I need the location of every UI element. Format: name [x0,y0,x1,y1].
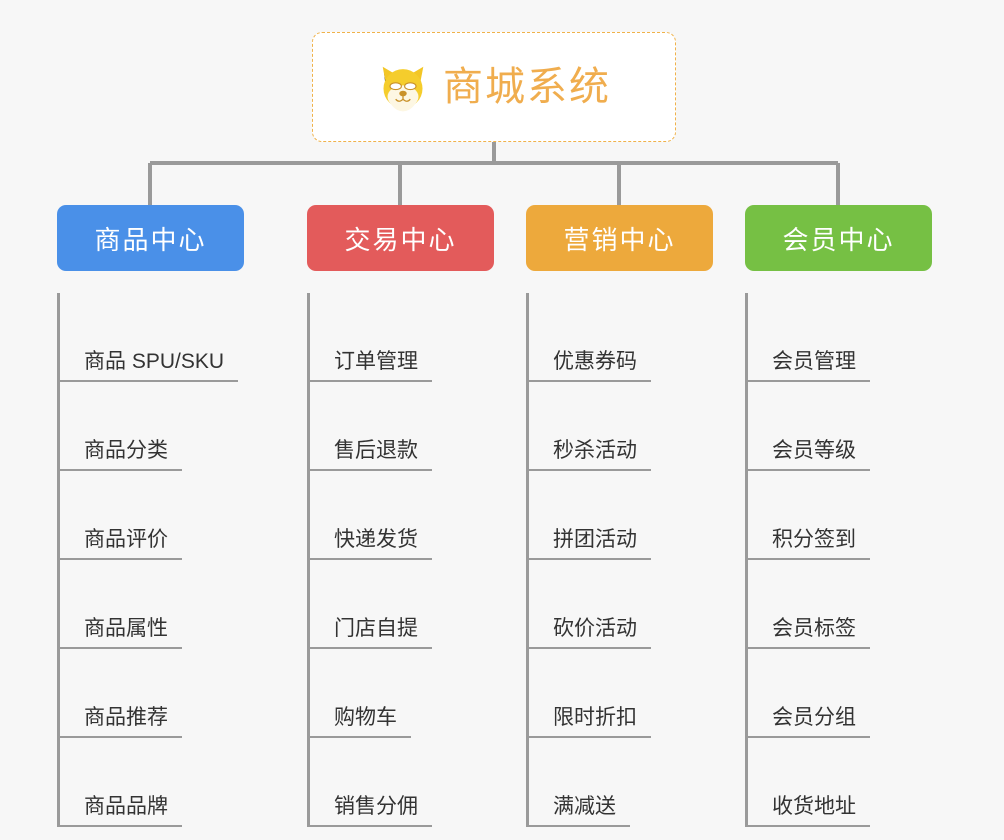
root-node[interactable]: 商城系统 [312,32,676,142]
branch-header-4[interactable]: 会员中心 [745,205,932,271]
leaf-label: 会员管理 [748,350,870,382]
leaf-item[interactable]: 销售分佣 [310,738,494,827]
leaf-label: 订单管理 [310,350,432,382]
leaf-label: 拼团活动 [529,528,651,560]
leaf-label: 收货地址 [748,795,870,827]
leaf-item[interactable]: 会员标签 [748,560,932,649]
leaf-label: 购物车 [310,706,411,738]
leaf-label: 砍价活动 [529,617,651,649]
root-title: 商城系统 [443,65,611,109]
leaf-item[interactable]: 拼团活动 [529,471,713,560]
branch-header-3[interactable]: 营销中心 [526,205,713,271]
leaf-item[interactable]: 商品属性 [60,560,244,649]
branch-items-3: 优惠券码 秒杀活动 拼团活动 砍价活动 限时折扣 满减送 [526,293,713,827]
leaf-label: 销售分佣 [310,795,432,827]
leaf-item[interactable]: 商品分类 [60,382,244,471]
branch-title-1: 商品中心 [94,224,207,255]
leaf-label: 限时折扣 [529,706,651,738]
leaf-label: 秒杀活动 [529,439,651,471]
branch-column-2: 交易中心 订单管理 售后退款 快递发货 门店自提 购物车 销售分佣 [307,205,494,827]
branch-header-2[interactable]: 交易中心 [307,205,494,271]
branch-items-2: 订单管理 售后退款 快递发货 门店自提 购物车 销售分佣 [307,293,494,827]
leaf-label: 积分签到 [748,528,870,560]
branch-column-3: 营销中心 优惠券码 秒杀活动 拼团活动 砍价活动 限时折扣 满减送 [526,205,713,827]
leaf-label: 优惠券码 [529,350,651,382]
leaf-label: 会员等级 [748,439,870,471]
leaf-label: 售后退款 [310,439,432,471]
branch-column-1: 商品中心 商品 SPU/SKU 商品分类 商品评价 商品属性 商品推荐 商品品牌 [57,205,244,827]
branch-title-3: 营销中心 [563,224,676,255]
leaf-item[interactable]: 会员管理 [748,293,932,382]
branch-column-4: 会员中心 会员管理 会员等级 积分签到 会员标签 会员分组 收货地址 [745,205,932,827]
leaf-label: 会员分组 [748,706,870,738]
leaf-item[interactable]: 限时折扣 [529,649,713,738]
leaf-label: 满减送 [529,795,630,827]
branch-title-2: 交易中心 [344,224,457,255]
leaf-label: 商品 SPU/SKU [60,350,239,382]
leaf-item[interactable]: 会员等级 [748,382,932,471]
leaf-label: 快递发货 [310,528,432,560]
leaf-item[interactable]: 商品评价 [60,471,244,560]
dog-face-icon [377,61,429,113]
leaf-item[interactable]: 满减送 [529,738,713,827]
leaf-item[interactable]: 会员分组 [748,649,932,738]
leaf-item[interactable]: 商品品牌 [60,738,244,827]
leaf-label: 商品属性 [60,617,182,649]
leaf-item[interactable]: 商品推荐 [60,649,244,738]
leaf-label: 商品评价 [60,528,182,560]
leaf-item[interactable]: 订单管理 [310,293,494,382]
branch-header-1[interactable]: 商品中心 [57,205,244,271]
leaf-item[interactable]: 售后退款 [310,382,494,471]
leaf-label: 商品推荐 [60,706,182,738]
leaf-item[interactable]: 商品 SPU/SKU [60,293,244,382]
leaf-item[interactable]: 秒杀活动 [529,382,713,471]
leaf-item[interactable]: 积分签到 [748,471,932,560]
branch-items-1: 商品 SPU/SKU 商品分类 商品评价 商品属性 商品推荐 商品品牌 [57,293,244,827]
leaf-label: 商品分类 [60,439,182,471]
leaf-item[interactable]: 购物车 [310,649,494,738]
leaf-label: 商品品牌 [60,795,182,827]
leaf-label: 会员标签 [748,617,870,649]
branch-title-4: 会员中心 [782,224,895,255]
leaf-item[interactable]: 快递发货 [310,471,494,560]
leaf-item[interactable]: 砍价活动 [529,560,713,649]
branch-items-4: 会员管理 会员等级 积分签到 会员标签 会员分组 收货地址 [745,293,932,827]
leaf-item[interactable]: 收货地址 [748,738,932,827]
leaf-item[interactable]: 优惠券码 [529,293,713,382]
leaf-label: 门店自提 [310,617,432,649]
leaf-item[interactable]: 门店自提 [310,560,494,649]
